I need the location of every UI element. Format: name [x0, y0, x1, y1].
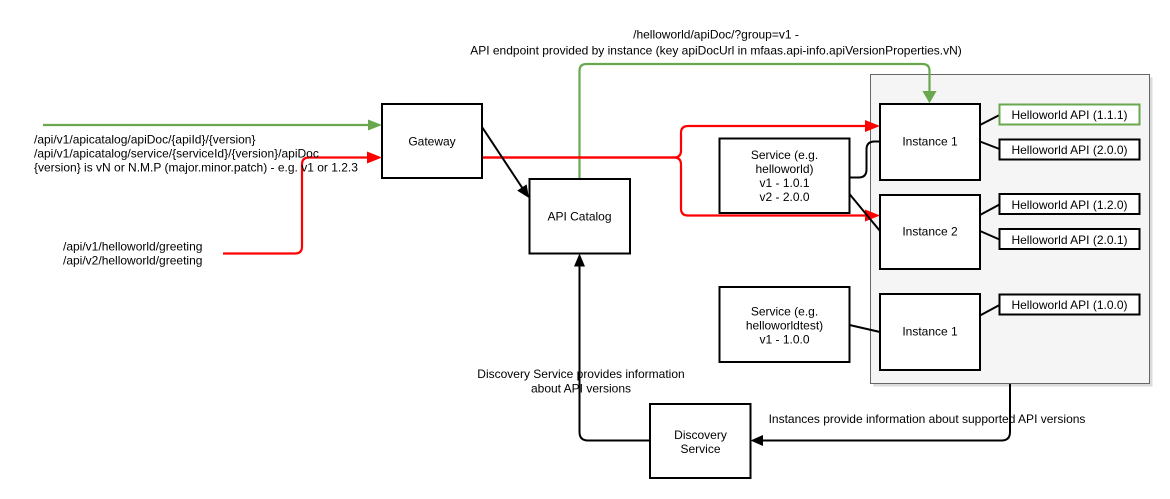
svg-text:helloworldtest): helloworldtest) — [746, 319, 823, 333]
svg-text:Service: Service — [680, 442, 720, 456]
svg-text:Helloworld API (1.2.0): Helloworld API (1.2.0) — [1011, 198, 1127, 212]
svg-text:Instance 1: Instance 1 — [902, 325, 958, 339]
svg-text:Helloworld API (2.0.0): Helloworld API (2.0.0) — [1011, 143, 1127, 157]
svg-text:v1 - 1.0.0: v1 - 1.0.0 — [759, 333, 809, 347]
svg-text:API endpoint provided by insta: API endpoint provided by instance (key a… — [470, 44, 962, 58]
svg-text:Instances provide information: Instances provide information about supp… — [769, 412, 1086, 426]
svg-text:Helloworld API (2.0.1): Helloworld API (2.0.1) — [1011, 233, 1127, 247]
svg-text:Discovery Service provides inf: Discovery Service provides information — [477, 367, 684, 381]
svg-text:Helloworld API (1.0.0): Helloworld API (1.0.0) — [1011, 298, 1127, 312]
svg-text:helloworld): helloworld) — [755, 162, 813, 176]
svg-text:Helloworld API (1.1.1): Helloworld API (1.1.1) — [1011, 108, 1127, 122]
svg-text:Service (e.g.: Service (e.g. — [751, 305, 818, 319]
svg-text:Gateway: Gateway — [408, 135, 455, 149]
svg-text:Discovery: Discovery — [674, 428, 727, 442]
svg-text:/api/v1/apicatalog/apiDoc/{api: /api/v1/apicatalog/apiDoc/{apiId}/{versi… — [34, 133, 256, 147]
svg-text:/api/v1/helloworld/greeting: /api/v1/helloworld/greeting — [63, 240, 202, 254]
svg-text:/api/v1/apicatalog/service/{se: /api/v1/apicatalog/service/{serviceId}/{… — [34, 147, 319, 161]
svg-text:Service (e.g.: Service (e.g. — [751, 148, 818, 162]
svg-text:API Catalog: API Catalog — [547, 210, 611, 224]
svg-text:/api/v2/helloworld/greeting: /api/v2/helloworld/greeting — [63, 254, 202, 268]
svg-text:v2 - 2.0.0: v2 - 2.0.0 — [759, 190, 809, 204]
svg-text:v1 - 1.0.1: v1 - 1.0.1 — [759, 176, 809, 190]
svg-text:{version} is vN or N.M.P (majo: {version} is vN or N.M.P (major.minor.pa… — [34, 161, 358, 175]
svg-text:Instance 2: Instance 2 — [902, 225, 958, 239]
svg-text:/helloworld/apiDoc/?group=v1 -: /helloworld/apiDoc/?group=v1 - — [633, 28, 799, 42]
svg-text:Instance 1: Instance 1 — [902, 135, 958, 149]
svg-text:about API versions: about API versions — [531, 382, 631, 396]
